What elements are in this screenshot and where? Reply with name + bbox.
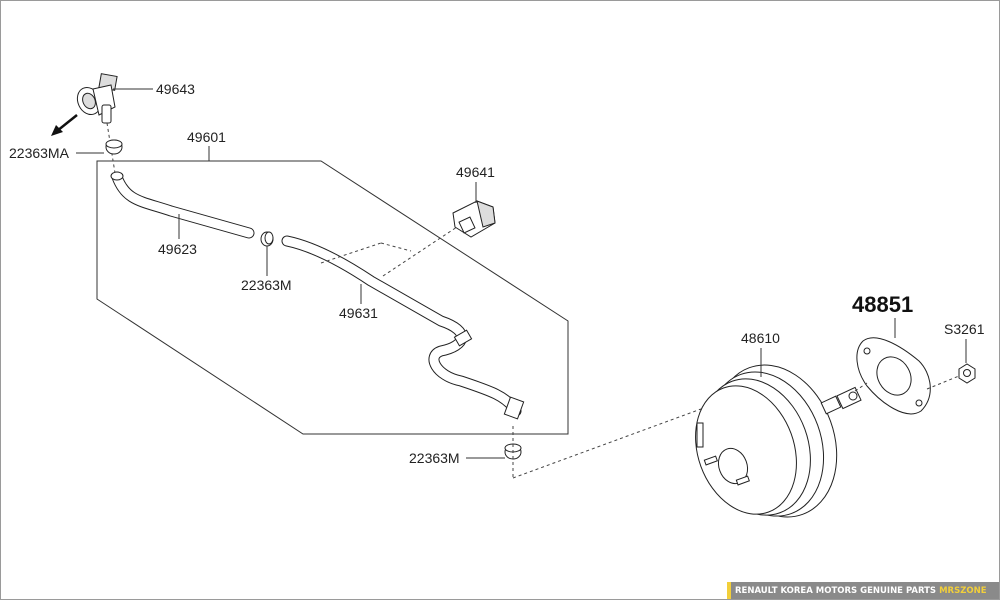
banner-brand: MRSZONE	[939, 585, 987, 596]
label-49631[interactable]: 49631	[339, 305, 378, 321]
label-22363M-lower[interactable]: 22363M	[409, 450, 460, 466]
watermark-banner: RENAULT KOREA MOTORS GENUINE PARTS MRSZO…	[727, 582, 999, 599]
banner-text: RENAULT KOREA MOTORS GENUINE PARTS	[735, 585, 937, 596]
hose-49623[interactable]	[110, 171, 255, 239]
connector-49641[interactable]	[452, 200, 496, 238]
label-49641[interactable]: 49641	[456, 164, 495, 180]
nut-S3261[interactable]	[958, 363, 976, 384]
arrow-icon	[51, 114, 78, 136]
clamp-22363MA[interactable]	[105, 139, 123, 155]
label-22363MA[interactable]: 22363MA	[9, 145, 70, 161]
label-49601[interactable]: 49601	[187, 129, 226, 145]
label-S3261[interactable]: S3261	[944, 321, 985, 337]
label-49623[interactable]: 49623	[158, 241, 197, 257]
gasket-48851[interactable]	[856, 337, 931, 415]
label-48851[interactable]: 48851	[852, 292, 913, 317]
label-48610[interactable]: 48610	[741, 330, 780, 346]
check-valve-49643[interactable]	[73, 73, 118, 124]
clamp-22363M-upper[interactable]	[260, 231, 274, 247]
banner-accent	[727, 582, 731, 599]
hose-49631[interactable]	[281, 235, 525, 420]
brake-booster-48610[interactable]	[678, 348, 862, 534]
label-22363M-upper[interactable]: 22363M	[241, 277, 292, 293]
assembly-outline	[96, 160, 569, 435]
label-49643[interactable]: 49643	[156, 81, 195, 97]
